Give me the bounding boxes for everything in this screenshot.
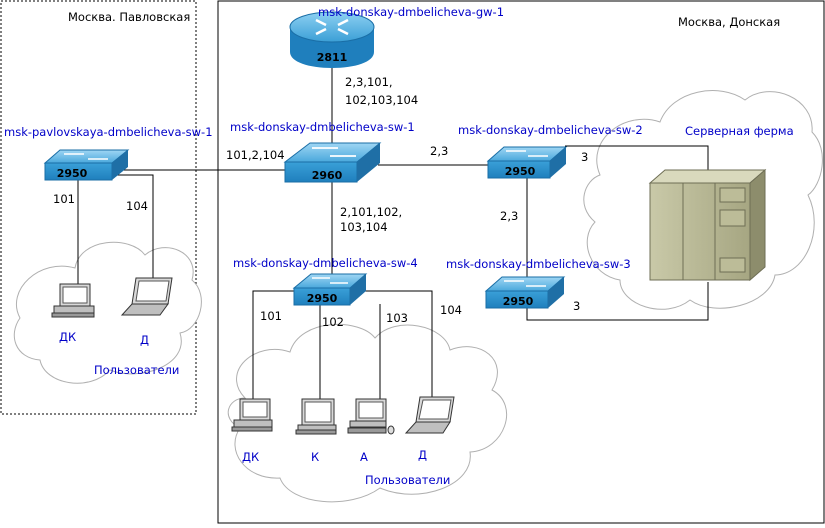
switch-pav-name: msk-pavlovskaya-dmbelicheva-sw-1 [4, 125, 213, 139]
don-user-d: Д [418, 448, 427, 462]
link-label-sw4-a: 103 [386, 311, 408, 325]
link-label-sw4-d: 104 [440, 303, 462, 317]
laptop-icon [404, 396, 455, 434]
don-user-k: К [311, 450, 319, 464]
link-label-sw4-dk: 101 [260, 309, 282, 323]
switch-sw2-model: 2950 [505, 165, 536, 178]
link-label-sw1-sw4-b: 103,104 [340, 220, 388, 234]
laptop-icon [120, 277, 173, 316]
switch-icon: 2960 [283, 142, 382, 183]
link-label-sw2-sw3: 2,3 [500, 209, 518, 223]
switch-sw1-model: 2960 [312, 169, 343, 182]
link-label-gw-sw1-a: 2,3,101, [345, 75, 393, 89]
desktop-icon [51, 283, 95, 318]
desktop-icon [231, 398, 273, 432]
link-sw4-d [362, 290, 433, 398]
link-label-sw4-k: 102 [322, 315, 344, 329]
router-model: 2811 [317, 51, 348, 64]
link-label-sw1-sw4-a: 2,101,102, [340, 205, 402, 219]
link-label-sw2-farm: 3 [581, 150, 588, 164]
switch-sw2-name: msk-donskay-dmbelicheva-sw-2 [458, 123, 643, 137]
switch-icon: 2950 [43, 149, 130, 181]
don-user-a: А [360, 450, 368, 464]
switch-sw4-model: 2950 [307, 292, 338, 305]
zone-donskaya-label: Москва, Донская [678, 15, 780, 29]
link-label-pav-dk: 101 [53, 192, 75, 206]
link-label-pav-sw1: 101,2,104 [226, 148, 285, 162]
desktop-icon [347, 398, 395, 435]
desktop-icon [295, 398, 337, 435]
switch-icon: 2950 [486, 146, 568, 179]
link-sw4-dk [252, 290, 298, 400]
pav-users-label: Пользователи [94, 363, 179, 377]
don-users-label: Пользователи [365, 473, 450, 487]
router-icon: 2811 [289, 11, 375, 68]
switch-sw4-name: msk-donskay-dmbelicheva-sw-4 [233, 256, 418, 270]
link-label-pav-d: 104 [126, 199, 148, 213]
pav-user-dk: ДК [59, 330, 76, 344]
server-rack-icon [648, 168, 767, 282]
link-label-gw-sw1-b: 102,103,104 [345, 93, 418, 107]
link-label-sw3-farm: 3 [573, 299, 580, 313]
link-sw3-farm [526, 282, 709, 321]
don-user-dk: ДК [242, 450, 259, 464]
switch-sw3-model: 2950 [503, 295, 534, 308]
pav-user-d: Д [140, 333, 149, 347]
server-farm-label: Серверная ферма [685, 124, 794, 138]
link-pav-d [112, 174, 154, 278]
link-label-sw1-sw2: 2,3 [430, 144, 448, 158]
router-name: msk-donskay-dmbelicheva-gw-1 [318, 5, 504, 19]
link-sw2-farm [565, 145, 709, 180]
switch-sw3-name: msk-donskay-dmbelicheva-sw-3 [446, 257, 631, 271]
switch-pav-model: 2950 [57, 167, 88, 180]
zone-donskaya: Москва, Донская [217, 0, 825, 524]
switch-sw1-name: msk-donskay-dmbelicheva-sw-1 [230, 120, 415, 134]
links [77, 66, 709, 400]
switch-icon: 2950 [484, 276, 566, 309]
switch-icon: 2950 [292, 273, 368, 306]
zone-pavlovskaya-label: Москва. Павловская [68, 10, 190, 24]
zone-pavlovskaya: Москва. Павловская [0, 0, 197, 415]
